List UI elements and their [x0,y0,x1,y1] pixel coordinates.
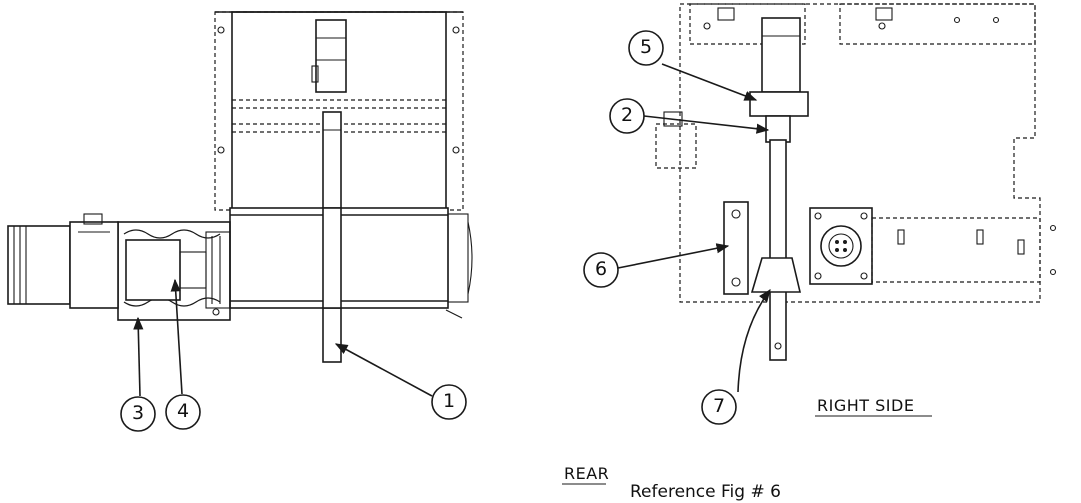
leader-6 [617,243,730,269]
leader-1 [334,343,433,397]
callout-5: 5 [640,36,653,58]
view-label-right-side: RIGHT SIDE [817,396,915,415]
callout-7: 7 [713,395,726,417]
leader-2 [643,115,770,134]
side-small-bracket [655,123,697,169]
figure-caption: Reference Fig # 6 [630,482,781,502]
view-label-rear: REAR [564,464,610,483]
callout-2: 2 [621,104,634,126]
callout-circles [120,30,737,432]
rear-top-sensor [311,19,347,93]
callout-1: 1 [443,390,456,412]
right-side-view [617,3,1057,393]
side-cam-bracket [723,201,802,295]
rear-motor [7,213,119,309]
callout-3: 3 [132,402,145,424]
rear-drum [229,207,473,319]
side-top-sensor [749,17,809,143]
side-plate [679,3,1041,303]
callout-4: 4 [177,400,190,422]
leader-3 [133,316,144,397]
side-slotted-plate [871,217,1057,283]
rear-gear-housing [117,221,231,321]
side-rod [769,139,787,361]
rear-view [7,11,473,397]
leader-4 [170,278,183,395]
leader-5 [661,63,758,101]
leader-7 [737,288,771,393]
callout-6: 6 [595,258,608,280]
side-round-connector [809,207,873,285]
